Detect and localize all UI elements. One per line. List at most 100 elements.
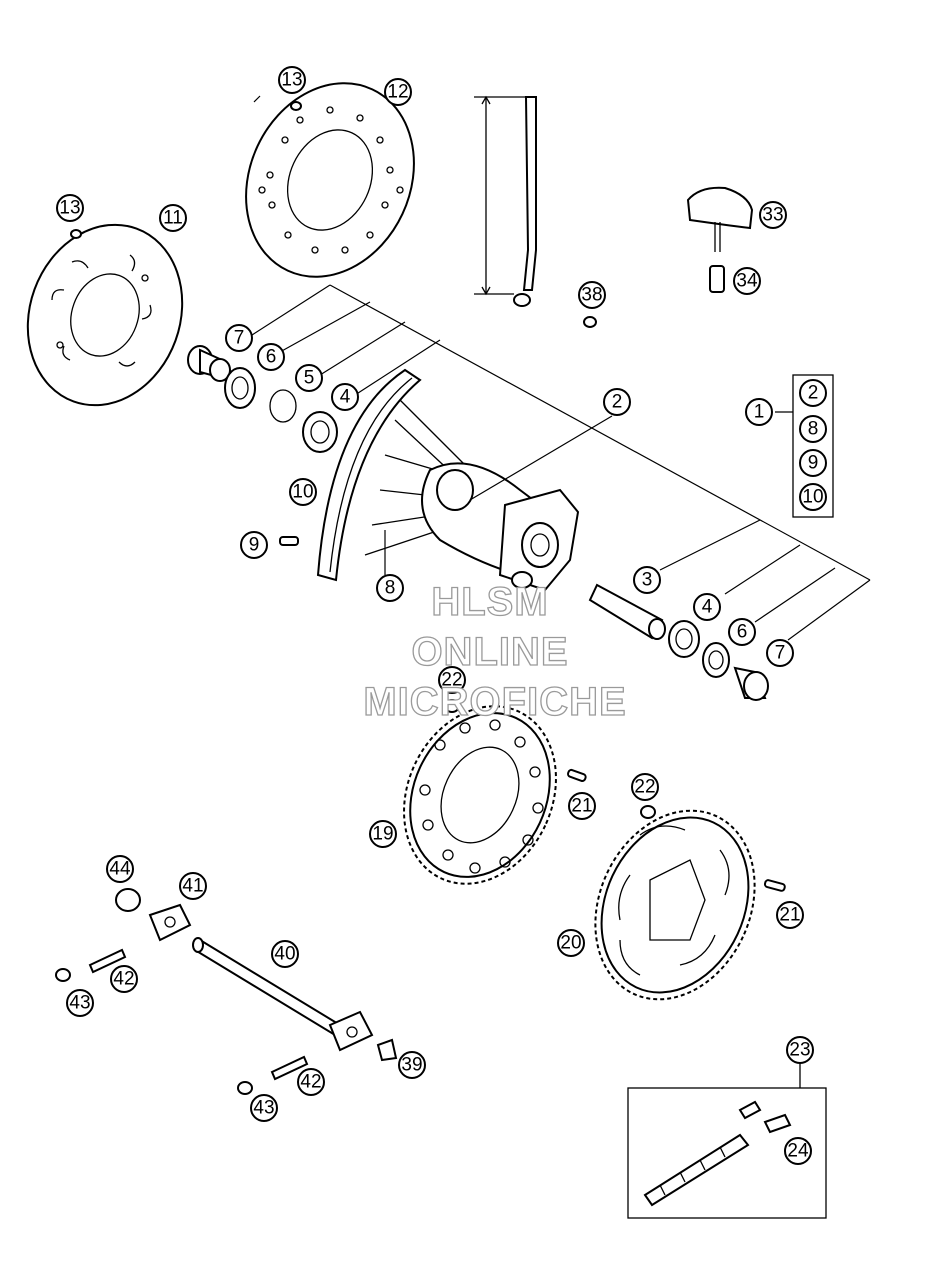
svg-text:7: 7: [775, 643, 786, 664]
spoke-with-dimension: [474, 95, 537, 307]
callout-7a: 7: [225, 324, 253, 352]
svg-text:5: 5: [304, 368, 315, 389]
nut-22a: [444, 699, 460, 713]
svg-text:6: 6: [737, 622, 748, 643]
svg-text:21: 21: [779, 905, 800, 926]
chain: [643, 1133, 750, 1207]
sprocket-20: [594, 809, 756, 1001]
callout-11: 11: [159, 204, 187, 232]
svg-text:43: 43: [69, 993, 90, 1014]
svg-text:8: 8: [385, 578, 396, 599]
svg-text:4: 4: [340, 387, 351, 408]
svg-text:22: 22: [634, 777, 655, 798]
svg-text:9: 9: [249, 535, 260, 556]
distance-sleeve-3: [588, 583, 666, 640]
callout-21a: 21: [568, 792, 596, 820]
callout-1: 1: [745, 398, 773, 426]
callout-21b: 21: [776, 901, 804, 929]
callout-12: 12: [384, 78, 412, 106]
callouts: 13 12 13 11 33 34 38 7 6 5 4 2 1 2 8 9 1…: [56, 66, 827, 1165]
circlip-5: [269, 389, 297, 423]
svg-text:13: 13: [281, 70, 302, 91]
bearing-4-left: [302, 411, 338, 453]
svg-text:40: 40: [274, 944, 295, 965]
svg-text:8: 8: [808, 419, 819, 440]
svg-text:4: 4: [702, 597, 713, 618]
svg-text:1: 1: [754, 402, 765, 423]
leader-lines: [251, 95, 871, 641]
screw-21b: [763, 879, 786, 892]
brake-disc-12: [245, 82, 415, 278]
svg-text:23: 23: [789, 1040, 810, 1061]
nut-34: [709, 265, 725, 293]
callout-19: 19: [369, 820, 397, 848]
callout-9b: 9: [799, 449, 827, 477]
callout-4b: 4: [693, 593, 721, 621]
svg-text:22: 22: [441, 670, 462, 691]
svg-text:6: 6: [266, 347, 277, 368]
screw-13a: [290, 101, 302, 111]
callout-8a: 8: [376, 574, 404, 602]
chain-box-23: [627, 1063, 827, 1219]
callout-13a: 13: [278, 66, 306, 94]
shaft-seal-6-left: [224, 367, 256, 409]
svg-text:33: 33: [762, 205, 783, 226]
callout-40: 40: [271, 940, 299, 968]
svg-text:44: 44: [109, 859, 131, 880]
nut-44: [115, 888, 141, 912]
callout-38: 38: [578, 281, 606, 309]
watermark-line-1: HLSM: [431, 580, 548, 624]
callout-2b: 2: [799, 379, 827, 407]
screw-13b: [70, 229, 82, 239]
svg-text:10: 10: [292, 482, 313, 503]
cap-38: [583, 316, 597, 328]
callout-41: 41: [179, 872, 207, 900]
callout-6b: 6: [728, 618, 756, 646]
nut-22b: [640, 805, 656, 819]
chain-adjuster-41: [148, 903, 192, 942]
group-bracket-1: [775, 374, 834, 518]
svg-text:21: 21: [571, 796, 592, 817]
bearing-4-right: [668, 620, 700, 658]
watermark-line-2: ONLINE: [411, 630, 568, 674]
svg-text:43: 43: [253, 1098, 274, 1119]
callout-22a: 22: [438, 666, 466, 694]
callout-24: 24: [784, 1137, 812, 1165]
callout-6a: 6: [257, 343, 285, 371]
svg-text:13: 13: [59, 198, 80, 219]
cap-39: [376, 1038, 398, 1062]
spacer-7-left: [187, 345, 231, 382]
spacer-7-right: [733, 666, 769, 701]
svg-text:38: 38: [581, 285, 602, 306]
svg-text:19: 19: [372, 824, 393, 845]
watermark: HLSM ONLINE MICROFICHE: [363, 579, 627, 724]
callout-9a: 9: [240, 531, 268, 559]
callout-43b: 43: [250, 1094, 278, 1122]
svg-text:7: 7: [234, 328, 245, 349]
svg-text:24: 24: [787, 1141, 809, 1162]
svg-text:41: 41: [182, 876, 203, 897]
callout-4a: 4: [331, 383, 359, 411]
chain-link-24: [738, 1100, 792, 1134]
nut-43b: [237, 1081, 253, 1095]
callout-22b: 22: [631, 773, 659, 801]
axle-40: [192, 937, 342, 1037]
callout-34: 34: [733, 267, 761, 295]
callout-42a: 42: [110, 965, 138, 993]
callout-3: 3: [633, 566, 661, 594]
svg-text:20: 20: [560, 933, 581, 954]
rim-lock-33: [686, 186, 754, 252]
callout-42b: 42: [297, 1068, 325, 1096]
callout-44: 44: [106, 855, 134, 883]
svg-text:3: 3: [642, 570, 653, 591]
nut-43a: [55, 968, 71, 982]
callout-8b: 8: [799, 415, 827, 443]
callout-20: 20: [557, 929, 585, 957]
callout-43a: 43: [66, 989, 94, 1017]
callout-23: 23: [786, 1036, 814, 1064]
svg-text:10: 10: [802, 487, 823, 508]
svg-text:9: 9: [808, 453, 819, 474]
callout-10a: 10: [289, 478, 317, 506]
callout-10b: 10: [799, 483, 827, 511]
shaft-seal-6-right: [702, 642, 730, 678]
